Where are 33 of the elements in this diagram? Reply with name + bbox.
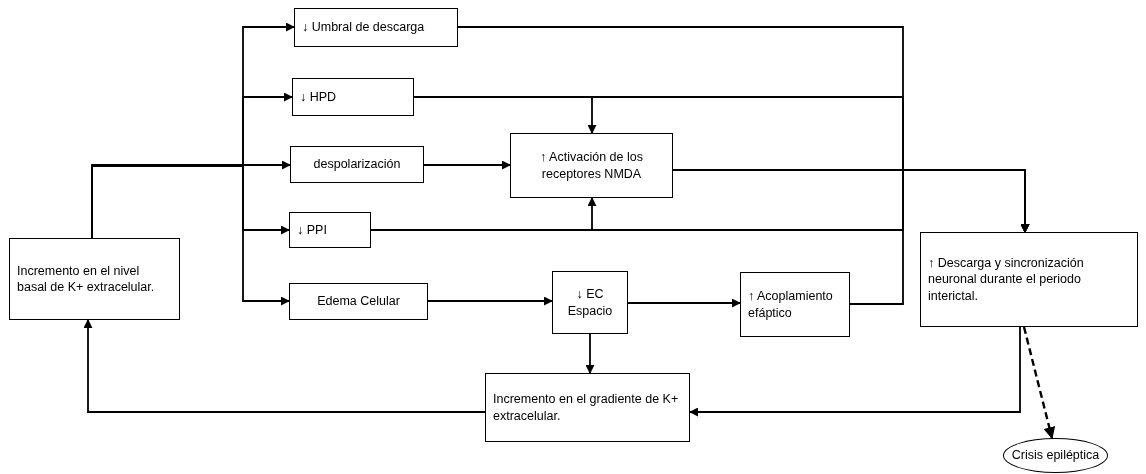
arrow (423, 160, 511, 170)
node-text: Incremento en el nivel basal de K+ extracelular. (17, 262, 156, 296)
node-text: ↑ Activación de los receptores NMDA (539, 149, 644, 182)
arrow (627, 298, 741, 308)
arrow (689, 326, 1021, 417)
node-text: Espacio (567, 302, 613, 319)
process-box (920, 232, 1138, 327)
arrow (1022, 326, 1056, 440)
arrow (849, 169, 1030, 305)
process-box (510, 133, 673, 198)
node-text: ↓ Umbral de descarga (302, 19, 426, 36)
node-text: despolarización (313, 156, 401, 173)
node-text: ↑ Descarga y sincronización neuronal durante el periodo interictal. (928, 255, 1085, 304)
arrow (91, 165, 290, 306)
process-box (289, 283, 428, 320)
node-text: ↓ HPD (300, 88, 338, 106)
process-box (294, 8, 458, 47)
process-box (289, 212, 371, 248)
node-text: Incremento en el gradiente de K+ extracelular. (493, 391, 680, 424)
process-box (552, 271, 628, 334)
arrow (83, 319, 486, 413)
node-text: Edema Celular (317, 293, 400, 310)
arrow (585, 333, 595, 374)
process-box (292, 78, 414, 116)
node-text: ↓ PPI (297, 221, 328, 239)
process-box (740, 272, 850, 337)
node-text: ↓ EC (576, 286, 604, 303)
node-text: Crisis epiléptica (1011, 447, 1100, 464)
node-text: ↑ Acoplamiento efáptico (748, 288, 834, 321)
arrow (427, 296, 553, 306)
process-box (9, 238, 180, 320)
process-box (290, 146, 424, 183)
process-box (485, 373, 690, 442)
